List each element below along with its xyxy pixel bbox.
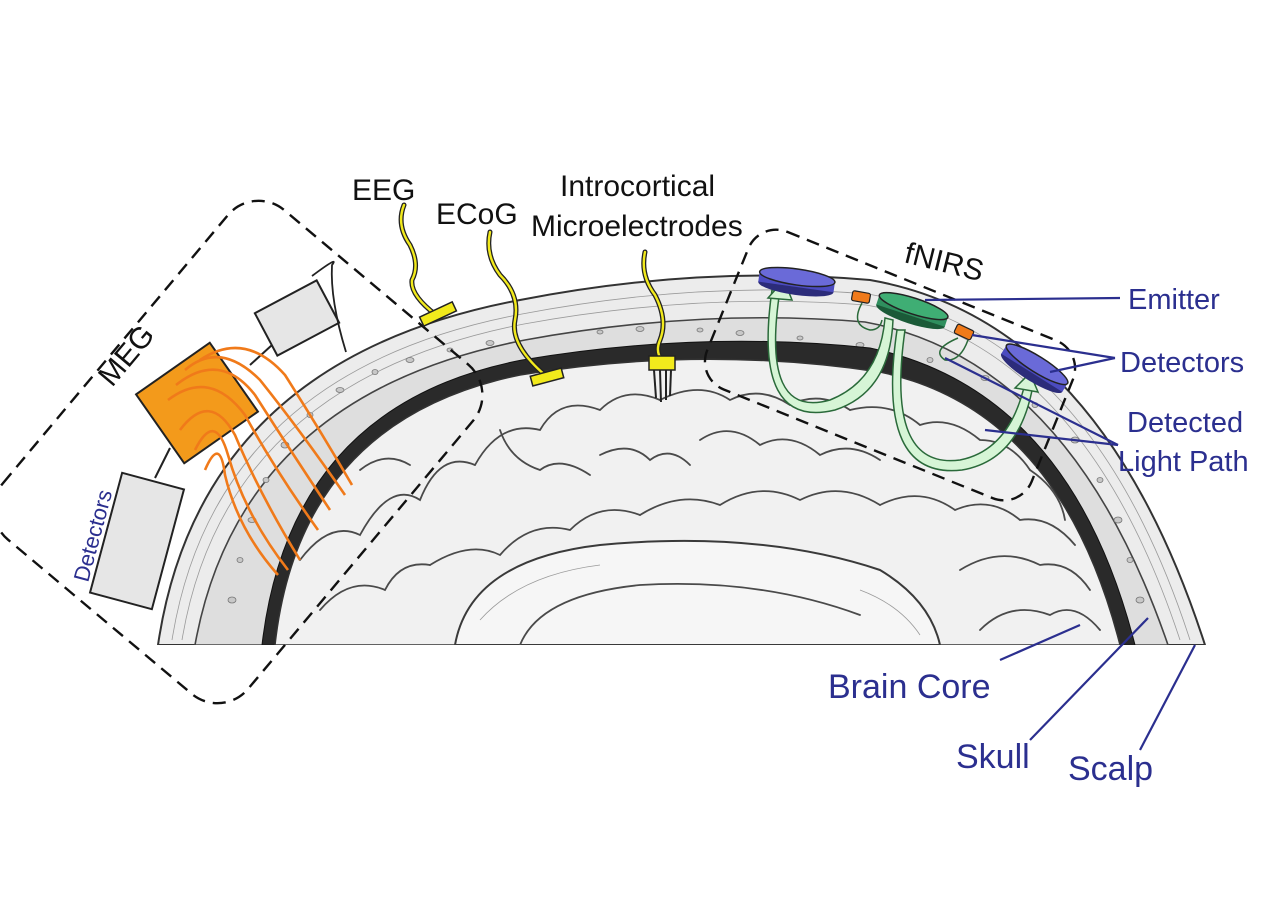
brain-core-label: Brain Core (828, 668, 991, 706)
meg-top-detector (253, 279, 341, 357)
light-path-leader-1 (944, 357, 1119, 446)
meg-dashed-box (0, 199, 484, 705)
eeg-label: EEG (352, 174, 415, 207)
skull-label: Skull (956, 738, 1030, 776)
brain-core-leader (999, 623, 1081, 662)
fnirs-emitter (876, 291, 949, 330)
emitter-label: Emitter (1128, 284, 1220, 316)
eeg-electrode: EEG (352, 174, 458, 328)
fnirs-small-detector-1 (850, 290, 872, 304)
head-cross-section (156, 274, 1207, 645)
brain-gyri (299, 389, 1101, 645)
meg-label: MEG (92, 319, 161, 393)
intracortical-label-line2: Microelectrodes (531, 210, 743, 243)
ecog-label: ECoG (436, 198, 518, 231)
annotation-leaders (924, 296, 1196, 751)
meg-field-lines (167, 346, 354, 576)
emitter-leader (924, 296, 1121, 302)
ecog-electrode: ECoG (436, 198, 565, 387)
meg-bottom-detector (88, 471, 186, 611)
intracortical-label-line1: Introcortical (560, 170, 715, 203)
microelectrode-array (648, 355, 676, 403)
skull-leader (1029, 617, 1149, 741)
fnirs-detector-right (1000, 343, 1069, 394)
detectors-leader-1 (971, 333, 1116, 360)
fnirs-dashed-box (703, 228, 1077, 502)
fnirs-detector-left (758, 266, 836, 297)
meg-group: MEG Detectors (0, 199, 484, 705)
detected-light-label-line1: Detected (1127, 407, 1243, 439)
fnirs-label: fNIRS (901, 237, 987, 288)
scalp-label: Scalp (1068, 750, 1153, 788)
inner-core (453, 539, 942, 645)
intracortical-microelectrode: Introcortical Microelectrodes (531, 170, 743, 403)
scalp-leader (1139, 644, 1196, 751)
detectors-leader-2 (1049, 356, 1116, 374)
detected-light-label-line2: Light Path (1118, 446, 1249, 478)
light-path-leader-2 (984, 428, 1119, 447)
fnirs-group: fNIRS (703, 228, 1077, 502)
fnirs-detectors-label: Detectors (1120, 347, 1244, 379)
